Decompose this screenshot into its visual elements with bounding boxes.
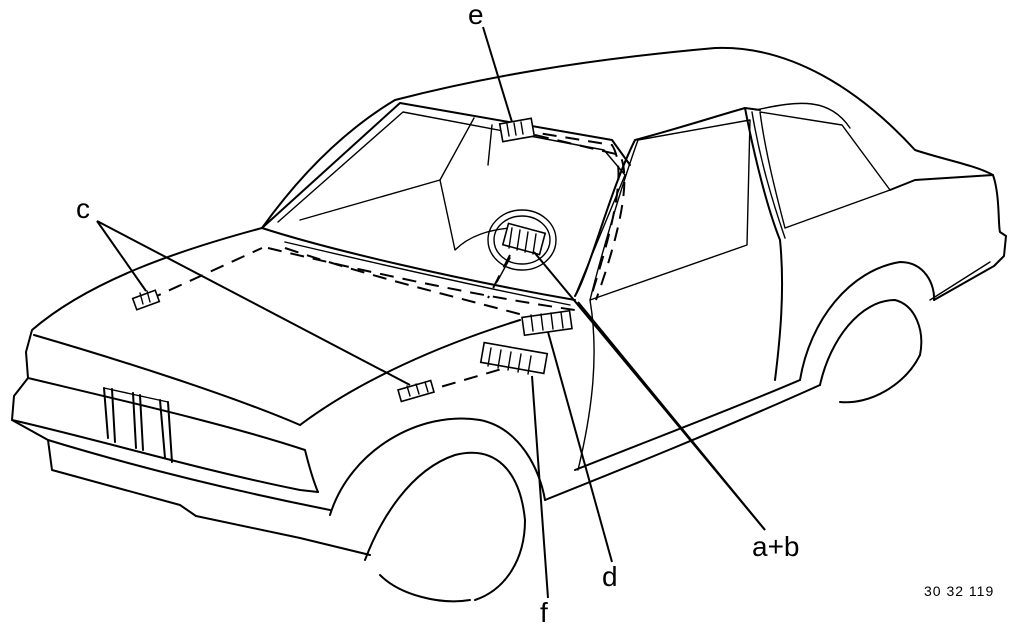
label-ab: a+b (752, 531, 800, 562)
label-d: d (602, 561, 618, 592)
label-f: f (540, 597, 548, 628)
module-f (479, 341, 549, 375)
module-ab (501, 222, 547, 256)
labels: e c a+b d f 30 32 119 (76, 0, 994, 628)
wiring-harness (147, 129, 626, 394)
leader-d (547, 331, 613, 563)
leader-c-side (96, 220, 411, 386)
steering-wheel (487, 209, 557, 283)
leader-e (482, 26, 513, 123)
leader-f (531, 375, 549, 599)
module-e (498, 117, 536, 143)
reference-number: 30 32 119 (924, 583, 994, 599)
module-d (521, 309, 573, 337)
leader-lines (96, 26, 766, 599)
label-c: c (76, 193, 90, 224)
module-c-front (131, 289, 161, 311)
leader-ab-2 (577, 301, 766, 531)
module-c-side (397, 379, 435, 403)
leader-c-front (96, 220, 147, 292)
label-e: e (468, 0, 484, 30)
